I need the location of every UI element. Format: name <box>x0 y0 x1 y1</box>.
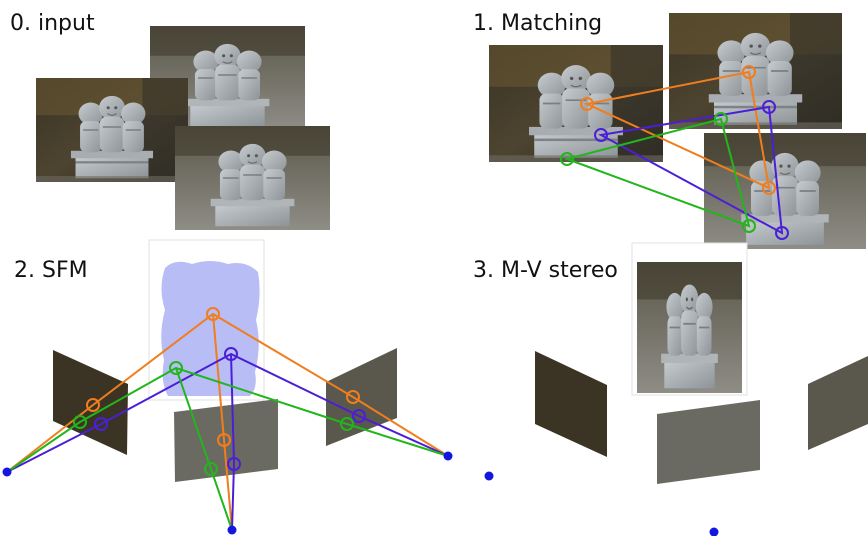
feature-circle-icon <box>594 128 608 142</box>
match-line-purple <box>597 105 784 235</box>
feature-circle-icon <box>346 390 360 404</box>
mvs-camera-left <box>535 351 607 457</box>
mvs-camera-center <box>657 400 760 484</box>
dense-point-cloud-icon <box>161 261 260 396</box>
panel-title-sfm: 2. SFM <box>14 258 88 283</box>
feature-circle-icon <box>206 307 220 321</box>
feature-circle-icon <box>775 226 789 240</box>
sfm-camera-right <box>326 348 397 446</box>
feature-circle-icon <box>714 112 728 126</box>
feature-circle-icon <box>352 409 366 423</box>
input-photo-left <box>36 78 188 182</box>
panel-sfm <box>2 239 453 535</box>
sfm-rays <box>6 312 449 531</box>
camera-center-dot-icon <box>227 525 237 535</box>
sfm-camera-left <box>53 350 128 455</box>
panel-title-matching: 1. Matching <box>473 11 603 36</box>
feature-circle-icon <box>94 417 108 431</box>
feature-circle-icon <box>217 433 231 447</box>
feature-circle-icon <box>204 462 218 476</box>
input-photo-front <box>175 126 330 230</box>
feature-circle-icon <box>742 219 756 233</box>
matching-lines <box>563 70 784 235</box>
feature-circle-icon <box>224 347 238 361</box>
sfm-camera-center <box>174 399 278 482</box>
mvs-camera-right <box>808 356 868 450</box>
panel-title-mvs: 3. M-V stereo <box>473 258 618 283</box>
panel-title-input: 0. input <box>10 11 95 36</box>
sfm-camera-centers <box>2 451 453 535</box>
feature-circle-icon <box>86 398 100 412</box>
feature-circle-icon <box>560 152 574 166</box>
camera-center-dot-icon <box>443 451 453 461</box>
matching-feature-circles <box>560 65 789 240</box>
panel-matching <box>489 13 866 249</box>
panel-mvs <box>484 242 868 536</box>
feature-circle-icon <box>580 97 594 111</box>
match-line-orange <box>583 70 771 190</box>
feature-circle-icon <box>762 100 776 114</box>
sfm-feature-circles <box>73 307 366 476</box>
mvs-dense-model <box>637 262 742 393</box>
camera-center-dot-icon <box>709 527 719 536</box>
camera-center-dot-icon <box>2 467 12 477</box>
match-line-green <box>563 117 751 228</box>
feature-circle-icon <box>169 361 183 375</box>
mvs-camera-centers <box>484 471 719 536</box>
feature-circle-icon <box>742 65 756 79</box>
matching-photo-left <box>489 45 663 162</box>
feature-circle-icon <box>340 417 354 431</box>
panel-input <box>36 26 330 230</box>
feature-circle-icon <box>227 457 241 471</box>
feature-circle-icon <box>73 415 87 429</box>
feature-circle-icon <box>762 181 776 195</box>
camera-center-dot-icon <box>484 471 494 481</box>
